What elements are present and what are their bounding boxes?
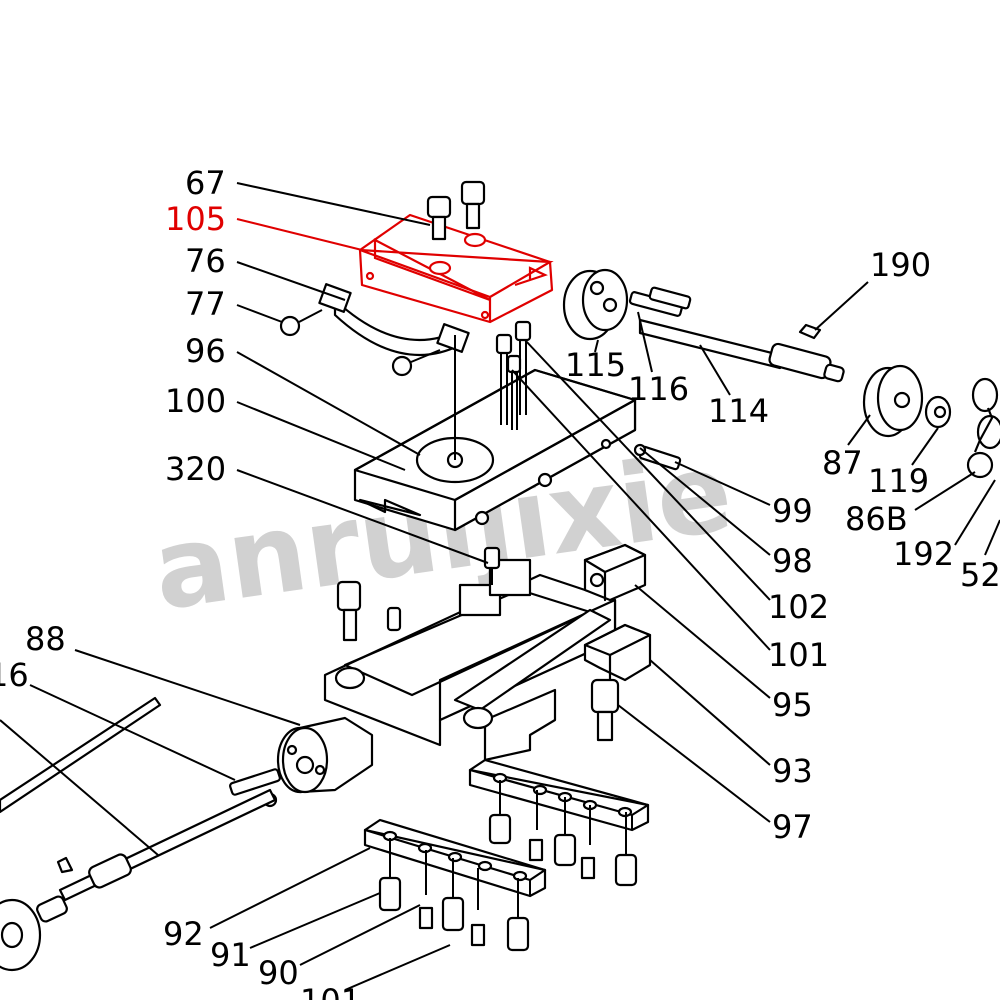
label-116: 116 [628,370,689,408]
clip-190 [798,323,822,340]
label-86b: 86B [845,500,908,538]
label-99: 99 [772,492,813,530]
label-97: 97 [772,808,813,846]
screw-320 [483,546,501,585]
block-93 [583,623,652,682]
label-101-bottom: 101 [300,982,361,1000]
screw-97 [590,678,620,742]
label-93: 93 [772,752,813,790]
label-90: 90 [258,954,299,992]
label-87: 87 [822,444,863,482]
screw-small-slide [386,606,402,632]
screw-77-left [279,309,323,337]
label-190: 190 [870,246,931,284]
part-105-highlight [358,213,554,324]
cross-slide [323,558,617,762]
screws-116 [628,286,692,317]
collar-115 [562,268,629,341]
gib-screws-upper [488,780,638,887]
label-119: 119 [868,462,929,500]
label-92: 92 [163,915,204,953]
shaft-114 [638,318,845,383]
compound-base [353,368,637,532]
bracket-88 [276,716,374,794]
clamp-76 [318,283,470,460]
label-320: 320 [165,450,226,488]
block-95 [583,543,647,602]
screw-left-slide [336,580,362,642]
leadscrew-left [0,696,277,972]
label-91: 91 [210,936,251,974]
label-95: 95 [772,686,813,724]
label-100: 100 [165,382,226,420]
gib-screws-lower [378,838,530,952]
label-76: 76 [185,242,226,280]
washer-119 [924,395,952,429]
label-114: 114 [708,392,769,430]
part-labels: 67 105 76 77 96 100 320 88 16 190 115 11… [0,164,1000,1000]
label-67: 67 [185,164,226,202]
label-101: 101 [768,636,829,674]
handwheel-87 [862,364,924,438]
label-88: 88 [25,620,66,658]
label-77: 77 [185,285,226,323]
label-105: 105 [165,200,226,238]
label-98: 98 [772,542,813,580]
label-96: 96 [185,332,226,370]
label-16: 16 [0,656,29,694]
leader-lines [0,182,1000,991]
label-102: 102 [768,588,829,626]
label-115: 115 [565,346,626,384]
screws-67 [426,180,486,241]
label-192: 192 [893,535,954,573]
screw-77-right [391,349,441,377]
label-52: 52 [960,556,1000,594]
handle-86b [966,377,1000,479]
